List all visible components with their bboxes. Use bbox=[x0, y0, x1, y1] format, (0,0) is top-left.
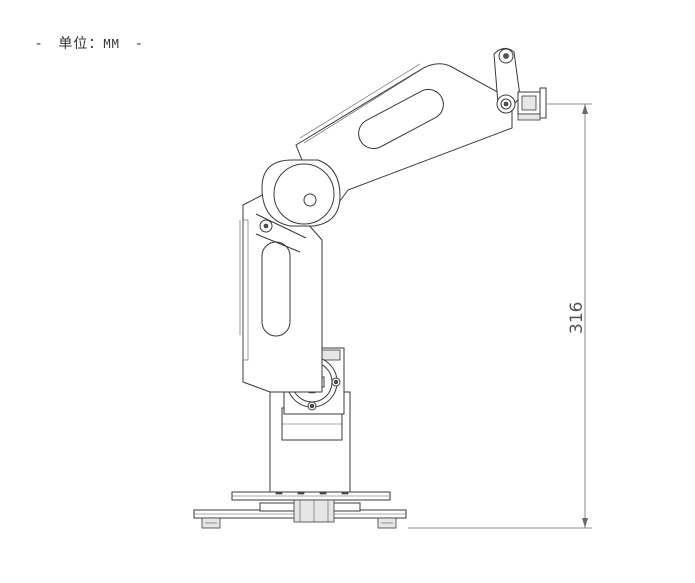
unit-label: - 单位：MM - bbox=[36, 33, 142, 53]
elbow-pin bbox=[303, 193, 317, 207]
wrist bbox=[493, 48, 547, 121]
upper-arm-slot bbox=[358, 88, 444, 150]
elbow-joint bbox=[261, 159, 341, 227]
dimension-arrow-bottom bbox=[582, 518, 588, 528]
unit-dash-left: - bbox=[36, 36, 43, 52]
height-dimension: 316 bbox=[408, 103, 592, 529]
unit-dash-right: - bbox=[136, 36, 143, 52]
lower-arm-slot bbox=[261, 241, 291, 337]
upper-arm bbox=[295, 63, 513, 222]
base-plate bbox=[193, 488, 407, 529]
dimension-value: 316 bbox=[567, 302, 587, 334]
unit-value: MM bbox=[103, 37, 120, 51]
unit-prefix: 单位： bbox=[58, 36, 104, 52]
dimension-arrow-top bbox=[582, 104, 588, 114]
